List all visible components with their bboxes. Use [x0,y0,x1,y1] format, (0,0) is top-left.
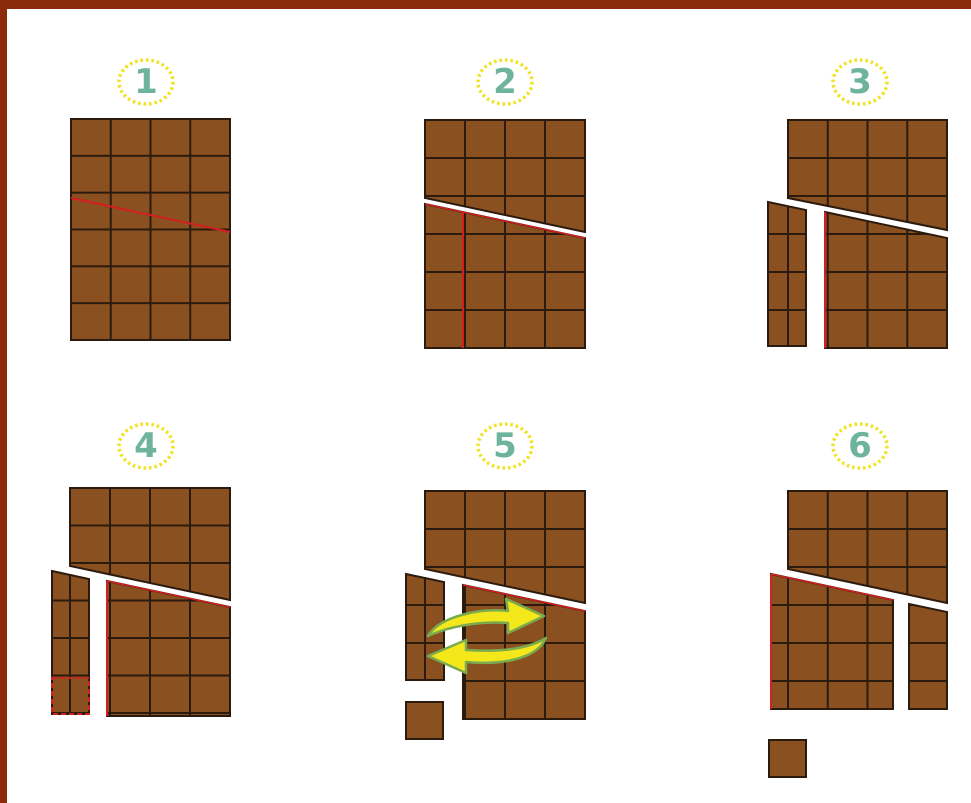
step-4-chocolate-bar [52,488,230,716]
upper-piece [70,488,230,600]
removed-square [406,702,443,739]
step-1-chocolate-bar [71,119,230,340]
upper-piece [788,120,947,230]
right-strip [909,604,947,709]
rearranged-main-piece [771,574,893,709]
step-2-chocolate-bar [425,120,585,348]
step-3-chocolate-bar [768,120,947,348]
lower-right-piece [107,581,230,716]
left-strip [768,202,806,346]
upper-piece [425,491,585,603]
left-strip [52,571,89,714]
leftover-square [769,740,806,777]
lower-right-piece [825,212,947,348]
bar-whole [71,119,230,340]
step-6-chocolate-bar [769,491,947,777]
